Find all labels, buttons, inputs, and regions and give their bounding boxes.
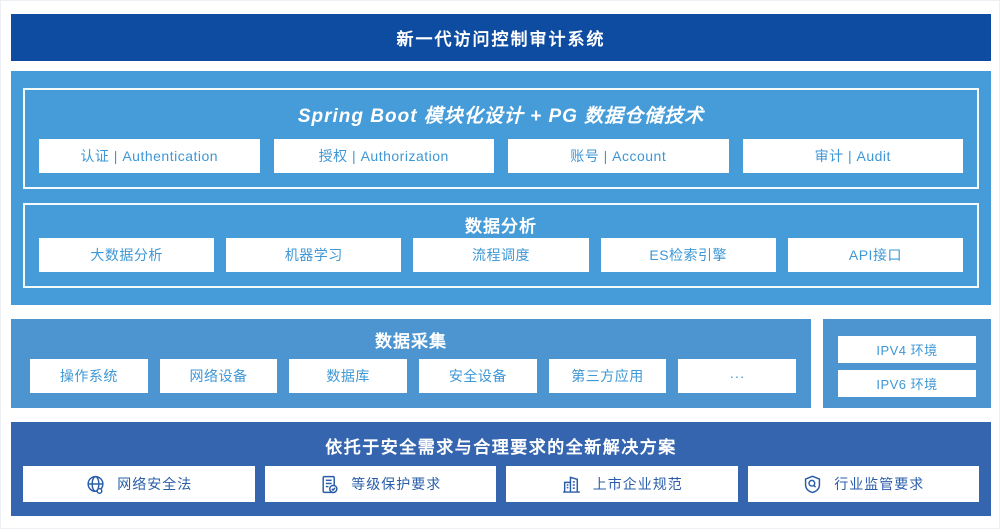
module-box-authentication: 认证 | Authentication — [39, 139, 260, 173]
solution-box-industry-regulation: 行业监管要求 — [747, 466, 979, 502]
env-box-ipv4: IPV4 环境 — [838, 336, 976, 363]
page-title-bar: 新一代访问控制审计系统 — [11, 14, 991, 61]
environment-panel: IPV4 环境 IPV6 环境 — [823, 319, 991, 408]
solution-row: 网络安全法 等级保护要求 — [23, 466, 979, 502]
solution-box-listed-company: 上市企业规范 — [506, 466, 738, 502]
platform-module-row: 认证 | Authentication 授权 | Authorization 账… — [39, 139, 963, 173]
source-box-database: 数据库 — [289, 359, 408, 393]
platform-section: Spring Boot 模块化设计 + PG 数据仓储技术 认证 | Authe… — [11, 71, 991, 305]
collection-title: 数据采集 — [375, 332, 447, 351]
module-box-authorization: 授权 | Authorization — [273, 139, 494, 173]
collection-section: 数据采集 操作系统 网络设备 数据库 安全设备 第三方应用 ··· — [11, 319, 811, 408]
source-box-security: 安全设备 — [419, 359, 537, 393]
module-box-workflow: 流程调度 — [413, 238, 589, 272]
source-box-thirdparty: 第三方应用 — [548, 359, 667, 393]
solution-box-classified-protection: 等级保护要求 — [264, 466, 496, 502]
solution-box-cybersecurity-law: 网络安全法 — [23, 466, 255, 502]
module-box-es: ES检索引擎 — [600, 238, 776, 272]
module-box-bigdata: 大数据分析 — [39, 238, 215, 272]
module-box-api: API接口 — [787, 238, 964, 272]
solution-label: 网络安全法 — [117, 476, 193, 492]
source-box-more: ··· — [678, 359, 797, 393]
globe-icon — [85, 474, 106, 495]
collection-source-row: 操作系统 网络设备 数据库 安全设备 第三方应用 ··· — [30, 359, 797, 393]
analysis-title: 数据分析 — [465, 217, 537, 236]
shield-search-icon — [802, 474, 823, 495]
solution-label: 行业监管要求 — [834, 476, 925, 492]
solution-label: 上市企业规范 — [592, 476, 683, 492]
env-box-ipv6: IPV6 环境 — [838, 370, 976, 397]
buildings-icon — [561, 474, 582, 495]
platform-panel: Spring Boot 模块化设计 + PG 数据仓储技术 认证 | Authe… — [23, 88, 979, 189]
analysis-panel: 数据分析 大数据分析 机器学习 流程调度 ES检索引擎 API接口 — [23, 203, 979, 288]
solution-label: 等级保护要求 — [351, 476, 442, 492]
platform-title: Spring Boot 模块化设计 + PG 数据仓储技术 — [297, 106, 705, 127]
analysis-module-row: 大数据分析 机器学习 流程调度 ES检索引擎 API接口 — [39, 238, 964, 272]
module-box-audit: 审计 | Audit — [742, 139, 963, 173]
page-title: 新一代访问控制审计系统 — [396, 30, 606, 49]
module-box-ml: 机器学习 — [226, 238, 402, 272]
solution-section: 依托于安全需求与合理要求的全新解决方案 网络安全法 — [11, 422, 991, 516]
source-box-network: 网络设备 — [159, 359, 278, 393]
module-box-account: 账号 | Account — [508, 139, 729, 173]
source-box-os: 操作系统 — [30, 359, 148, 393]
solution-title: 依托于安全需求与合理要求的全新解决方案 — [325, 438, 677, 457]
compliance-doc-icon — [319, 474, 340, 495]
